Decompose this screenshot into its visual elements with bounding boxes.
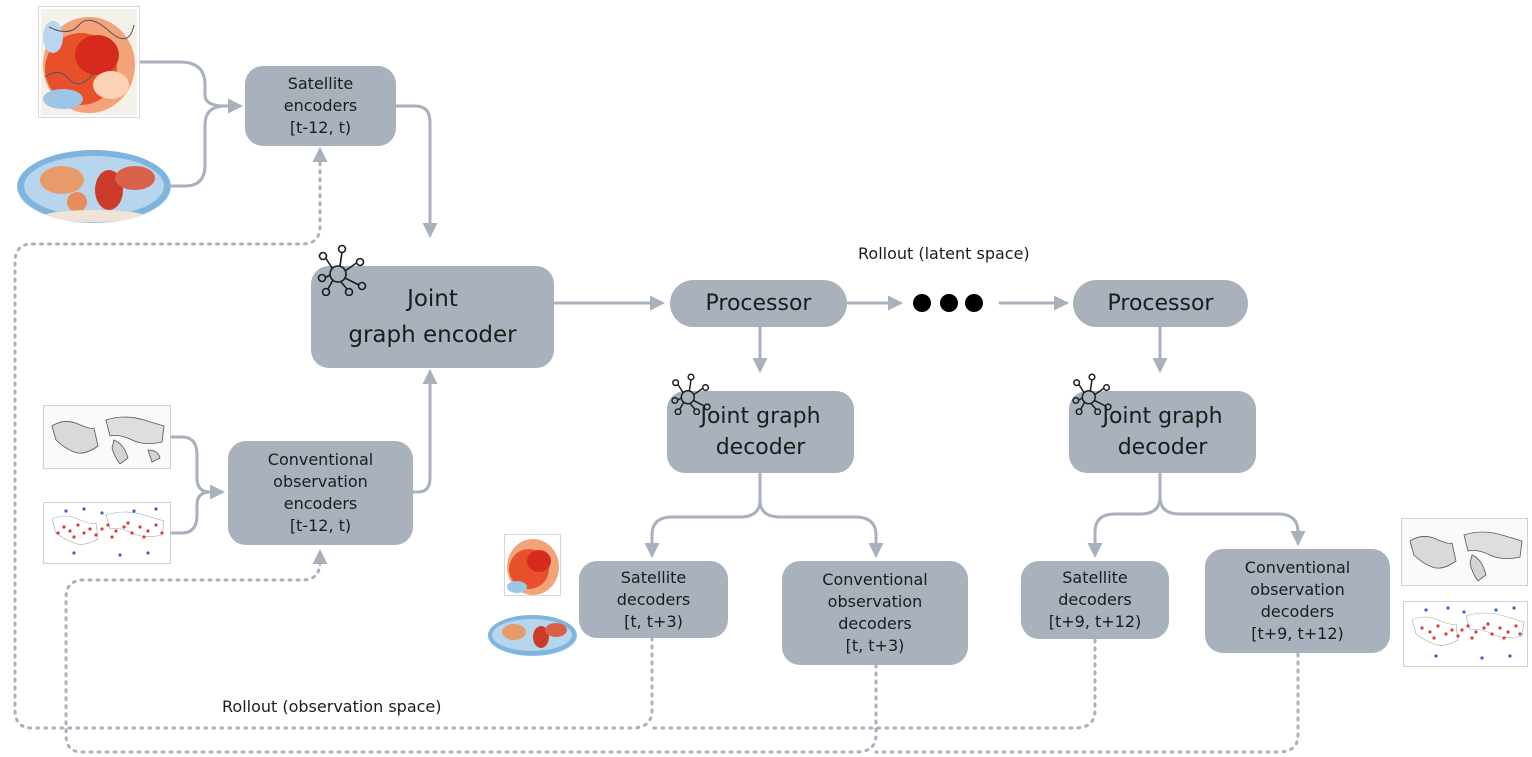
joint-graph-encoder-label: Joint graph encoder (348, 286, 517, 348)
rollout-latent-label: Rollout (latent space) (858, 244, 1030, 263)
arrow-sat-enc-to-joint (394, 104, 438, 238)
conventional-output-map-thumbnail (1401, 518, 1528, 586)
joint-graph-decoder-box-1: Joint graph decoder (667, 391, 854, 473)
satellite-output-globe-thumbnail (488, 615, 577, 656)
conventional-encoders-label: Conventional observation encoders [t-12,… (267, 450, 374, 535)
arrow-dec1-to-satdec1 (644, 471, 762, 558)
arrow-sat-input-1 (138, 60, 243, 114)
satellite-map-thumbnail (38, 6, 140, 118)
arrow-sat-input-2 (168, 104, 227, 188)
processor-label-2: Processor (1107, 291, 1214, 316)
satellite-output-map-thumbnail (504, 534, 561, 596)
satellite-encoders-box: Satellite encoders [t-12, t) (245, 66, 396, 146)
joint-graph-decoder-label-1: Joint graph decoder (700, 404, 821, 460)
joint-graph-decoder-label-2: Joint graph decoder (1102, 404, 1223, 460)
conventional-map-thumbnail (43, 405, 171, 469)
satellite-globe-thumbnail (17, 150, 171, 223)
processor-label-1: Processor (705, 291, 812, 316)
conventional-decoders-label-1: Conventional observation decoders [t, t+… (822, 570, 928, 655)
rollout-observation-label: Rollout (observation space) (222, 697, 442, 716)
conventional-encoders-box: Conventional observation encoders [t-12,… (228, 441, 413, 545)
satellite-decoders-box-2: Satellite decoders [t+9, t+12) (1021, 561, 1169, 639)
arrow-dec2-to-convdec2 (1158, 495, 1306, 546)
graph-network-icon (671, 373, 711, 415)
joint-graph-encoder-box: Joint graph encoder (311, 266, 554, 368)
conventional-decoders-label-2: Conventional observation decoders [t+9, … (1244, 558, 1351, 643)
rollout-obs-loop-satellite (13, 147, 654, 730)
processor-box-1: Processor (670, 280, 847, 327)
processor-box-2: Processor (1073, 280, 1248, 327)
arrow-conv-input-1 (170, 435, 225, 500)
rollout-obs-line-convdec2 (874, 652, 1300, 754)
arrow-dec1-to-convdec1 (758, 498, 884, 558)
satellite-decoders-label-1: Satellite decoders [t, t+3) (616, 567, 691, 631)
arrow-conv-enc-to-joint (411, 369, 438, 494)
joint-graph-decoder-box-2: Joint graph decoder (1069, 391, 1256, 473)
arrow-dec2-to-satdec2 (1087, 471, 1162, 558)
conventional-points-thumbnail (43, 502, 171, 564)
rollout-obs-loop-conventional (64, 549, 878, 754)
conventional-decoders-box-2: Conventional observation decoders [t+9, … (1205, 549, 1390, 653)
conventional-output-points-thumbnail (1403, 601, 1528, 667)
satellite-decoders-label-2: Satellite decoders [t+9, t+12) (1048, 568, 1142, 631)
graph-network-icon (1072, 373, 1112, 415)
graph-network-icon (317, 244, 367, 296)
conventional-decoders-box-1: Conventional observation decoders [t, t+… (782, 561, 968, 665)
satellite-decoders-box-1: Satellite decoders [t, t+3) (579, 561, 728, 638)
satellite-encoders-label: Satellite encoders [t-12, t) (283, 74, 358, 137)
arrow-conv-input-2 (170, 490, 212, 535)
ellipsis-dots-icon (913, 294, 983, 312)
